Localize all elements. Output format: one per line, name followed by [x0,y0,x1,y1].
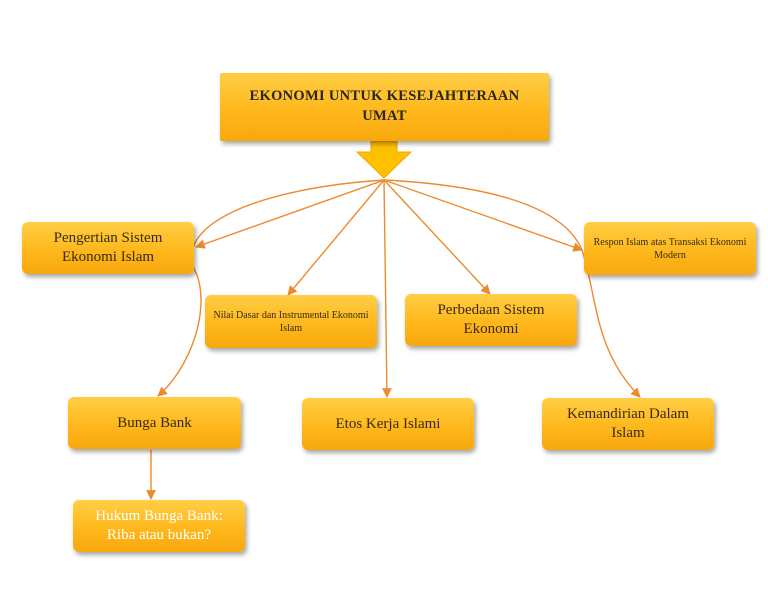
root-topic[interactable]: EKONOMI UNTUK KESEJAHTERAAN UMAT [220,73,549,141]
down-arrow-icon [355,140,413,179]
subtopic-hukum-bunga-bank[interactable]: Hukum Bunga Bank: Riba atau bukan? [73,500,245,552]
root-topic-label: EKONOMI UNTUK KESEJAHTERAAN UMAT [249,88,520,124]
connector-pengertian [195,179,385,249]
topic-pengertian-label: Pengertian Sistem Ekonomi Islam [53,230,163,265]
topic-bunga-bank[interactable]: Bunga Bank [68,397,241,449]
connector-respon [383,179,583,252]
topic-kemandirian-label: Kemandirian Dalam Islam [566,406,690,441]
topic-etos-kerja[interactable]: Etos Kerja Islami [302,398,474,450]
topic-nilai-dasar[interactable]: Nilai Dasar dan Instrumental Ekonomi Isl… [205,295,377,348]
topic-pengertian-sistem[interactable]: Pengertian Sistem Ekonomi Islam [22,222,194,274]
topic-perbedaan-label: Perbedaan Sistem Ekonomi [437,302,545,337]
connector-kemandirian [383,179,641,398]
subtopic-hukum-bunga-label: Hukum Bunga Bank: Riba atau bukan? [95,508,223,543]
topic-nilai-dasar-label: Nilai Dasar dan Instrumental Ekonomi Isl… [213,309,369,334]
topic-etos-kerja-label: Etos Kerja Islami [335,415,441,432]
topic-respon-islam[interactable]: Respon Islam atas Transaksi Ekonomi Mode… [584,222,756,275]
connector-bunga-bank [157,179,385,397]
topic-respon-label: Respon Islam atas Transaksi Ekonomi Mode… [593,236,747,261]
topic-kemandirian[interactable]: Kemandirian Dalam Islam [542,398,714,450]
connector-nilai-dasar [287,179,385,296]
connector-etos-kerja [381,179,392,398]
topic-perbedaan-sistem[interactable]: Perbedaan Sistem Ekonomi [405,294,577,346]
connector-perbedaan [383,179,491,295]
topic-bunga-bank-label: Bunga Bank [117,414,192,431]
